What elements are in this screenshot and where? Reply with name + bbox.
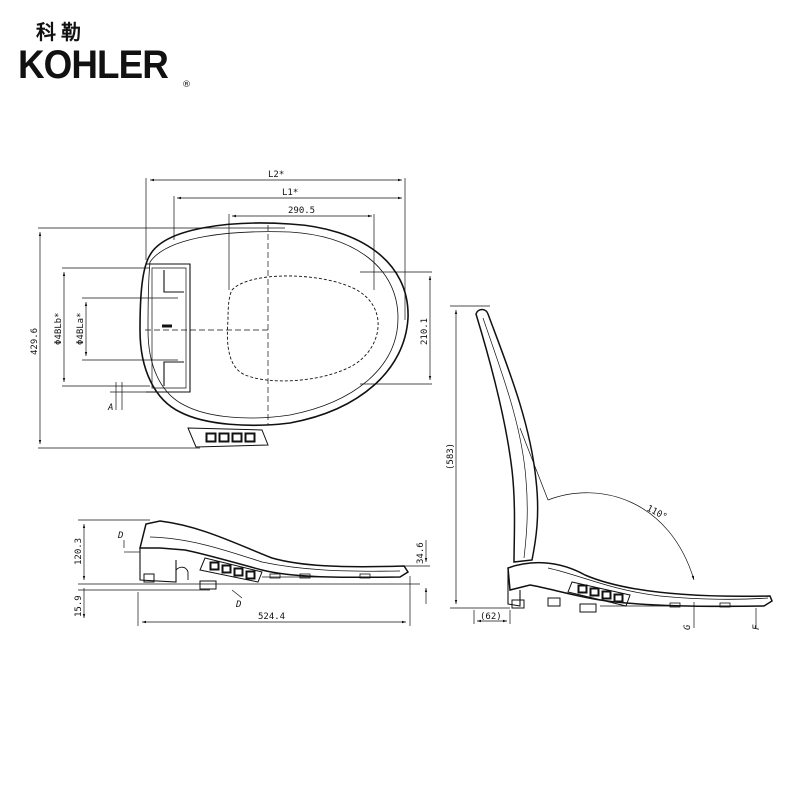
seat-opening <box>226 275 379 382</box>
dim-120: 120.3 <box>74 538 84 565</box>
dim-la: Φ4ΒLa* <box>76 312 86 345</box>
dim-15: 15.9 <box>74 595 84 617</box>
top-view <box>38 178 432 449</box>
brand-name-chinese: 科勒 <box>36 20 86 44</box>
front-view <box>78 519 430 626</box>
label-f: F <box>752 624 762 630</box>
dim-429: 429.6 <box>30 328 40 355</box>
dim-290: 290.5 <box>288 206 315 216</box>
side-view <box>450 305 773 628</box>
angle-110: 110° <box>645 504 669 523</box>
dim-l1: L1* <box>282 188 298 198</box>
label-g: G <box>683 624 693 630</box>
dim-210: 210.1 <box>420 318 430 345</box>
dim-l2: L2* <box>268 170 284 180</box>
brand-name-english: KOHLER <box>18 43 169 87</box>
top-view-dimension-lines <box>38 178 432 449</box>
dim-62: (62) <box>480 612 502 622</box>
dim-lb: Φ4ΒLb* <box>54 312 64 345</box>
dim-34: 34.6 <box>416 542 426 564</box>
dim-583: (583) <box>446 443 456 470</box>
seat-outline <box>139 222 409 427</box>
label-d-upper: D <box>117 531 123 541</box>
top-control-panel <box>187 427 269 448</box>
front-control-panel <box>199 557 263 583</box>
side-view-dimension-lines <box>450 305 757 628</box>
open-lid <box>475 308 539 563</box>
front-seat-profile <box>139 520 410 579</box>
label-d-lower: D <box>235 600 241 610</box>
kohler-logo: 科勒 KOHLER ® <box>18 16 194 96</box>
side-control-panel <box>567 581 631 607</box>
dim-524: 524.4 <box>258 612 285 622</box>
front-view-dimension-lines <box>78 519 430 626</box>
label-a: A <box>107 403 113 413</box>
registered-mark: ® <box>182 80 191 90</box>
hinge-cover <box>146 263 191 393</box>
side-seat-body <box>507 561 773 608</box>
